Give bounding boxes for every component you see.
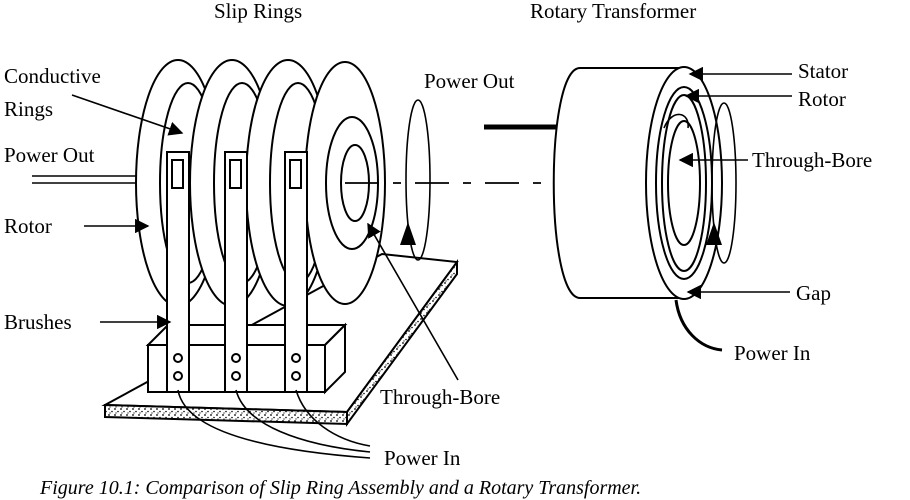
label-transformer-rotor: Rotor xyxy=(798,87,846,111)
brush-2 xyxy=(224,151,248,393)
brushes xyxy=(166,151,308,393)
transformer-rotor-lead xyxy=(663,113,689,129)
label-transformer-power-out: Power Out xyxy=(424,69,515,93)
title-slip-rings: Slip Rings xyxy=(214,0,302,23)
label-transformer-through-bore: Through-Bore xyxy=(752,148,872,172)
title-rotary-transformer: Rotary Transformer xyxy=(530,0,696,23)
rotary-transformer xyxy=(484,66,737,352)
label-conductive-line1: Conductive xyxy=(4,64,101,88)
rotation-indicator-left xyxy=(400,99,431,261)
label-slip-rotor: Rotor xyxy=(4,214,52,238)
label-conductive-line2: Rings xyxy=(4,97,53,121)
label-arrows xyxy=(71,66,792,381)
label-brushes: Brushes xyxy=(4,310,72,334)
label-gap: Gap xyxy=(796,281,831,305)
label-slip-power-in: Power In xyxy=(384,446,461,470)
slip-ring-assembly xyxy=(32,59,459,459)
label-slip-power-out: Power Out xyxy=(4,143,95,167)
power-in-wires xyxy=(177,389,371,459)
label-stator: Stator xyxy=(798,59,848,83)
transformer-stator-body xyxy=(552,66,723,300)
label-transformer-power-in: Power In xyxy=(734,341,811,365)
power-out-shaft xyxy=(32,175,150,184)
diagram-labels: Slip Rings Rotary Transformer Conductive… xyxy=(4,0,872,499)
figure-caption: Figure 10.1: Comparison of Slip Ring Ass… xyxy=(39,477,641,499)
transformer-power-in-lead xyxy=(674,299,723,352)
brush-3 xyxy=(284,151,308,393)
brush-1 xyxy=(166,151,190,393)
label-slip-through-bore: Through-Bore xyxy=(380,385,500,409)
rotation-indicator-right xyxy=(706,102,737,264)
